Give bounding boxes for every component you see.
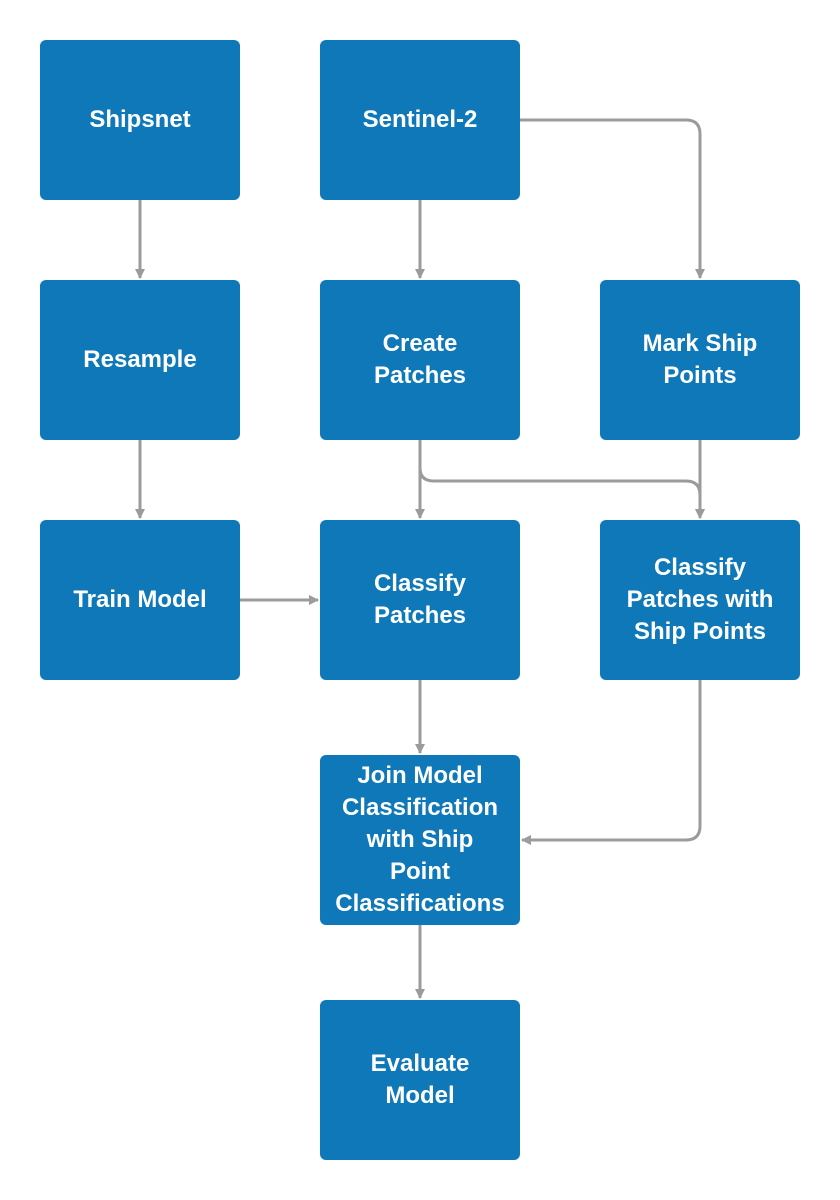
node-create-patches: Create Patches <box>320 280 520 440</box>
node-train-model: Train Model <box>40 520 240 680</box>
node-shipsnet: Shipsnet <box>40 40 240 200</box>
edge-create-patches-classify-with-points <box>418 440 705 519</box>
node-classify-patches: Classify Patches <box>320 520 520 680</box>
edge-classify-with-points-join <box>521 680 702 845</box>
node-mark-ship-points: Mark Ship Points <box>600 280 800 440</box>
node-join-classifications: Join Model Classification with Ship Poin… <box>320 755 520 925</box>
node-classify-patches-with-ship-points: Classify Patches with Ship Points <box>600 520 800 680</box>
edge-sentinel2-mark-ship-points <box>520 118 705 279</box>
node-sentinel-2: Sentinel-2 <box>320 40 520 200</box>
node-resample: Resample <box>40 280 240 440</box>
node-evaluate-model: Evaluate Model <box>320 1000 520 1160</box>
